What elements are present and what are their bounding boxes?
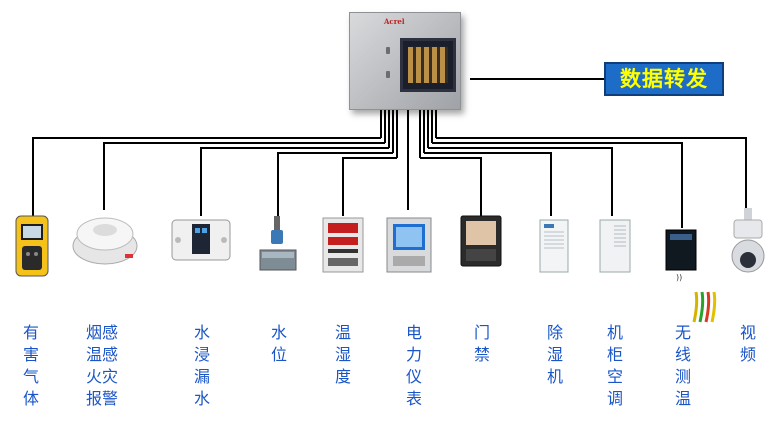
device-label-smoke: 烟感温感火灾报警	[85, 323, 118, 408]
device-label-water-leak: 水浸漏水	[193, 323, 210, 408]
data-hub-cabinet: Acrel	[349, 12, 461, 110]
wire-water-leak	[200, 147, 389, 216]
dehumidifier-icon	[539, 219, 569, 273]
water-level-sensor-icon	[259, 216, 297, 271]
wire-gas	[32, 137, 381, 216]
hub-brand-logo: Acrel	[384, 17, 405, 26]
wire-video	[436, 137, 747, 210]
wire-access	[420, 157, 482, 216]
video-camera-icon	[731, 208, 765, 273]
data-forward-box: 数据转发	[604, 62, 724, 96]
cabinet-air-conditioner-icon	[599, 219, 631, 273]
wireless-temperature-sensor-icon: ))	[665, 229, 717, 323]
wire-wireless-temp	[432, 142, 683, 228]
smoke-detector-icon	[72, 217, 138, 265]
hub-lock	[386, 47, 390, 54]
device-label-water-level: 水位	[270, 323, 287, 364]
wire-dehumidifier	[424, 152, 552, 216]
device-label-video: 视频	[739, 323, 756, 364]
device-label-gas: 有害气体	[22, 323, 39, 408]
gas-detector-icon	[15, 215, 49, 277]
device-label-wireless-temp: 无线测温	[674, 323, 691, 408]
hub-lock	[386, 71, 390, 78]
wire-water-level	[277, 152, 393, 216]
wire-temp-humidity	[342, 157, 397, 216]
wire-cabinet-ac	[428, 147, 613, 216]
temp-humidity-controller-icon	[322, 217, 364, 273]
device-label-access: 门禁	[473, 323, 490, 364]
access-control-icon	[460, 215, 502, 267]
hub-touch-screen	[400, 38, 456, 92]
device-label-cabinet-ac: 机柜空调	[606, 323, 623, 408]
wire-smoke	[103, 142, 385, 210]
device-label-dehumidifier: 除湿机	[546, 323, 563, 386]
device-label-power-meter: 电力仪表	[405, 323, 422, 408]
water-leak-sensor-icon	[171, 219, 231, 261]
svg-text:)): ))	[676, 273, 682, 282]
power-meter-icon	[386, 217, 432, 273]
device-label-temp-humidity: 温湿度	[334, 323, 351, 386]
